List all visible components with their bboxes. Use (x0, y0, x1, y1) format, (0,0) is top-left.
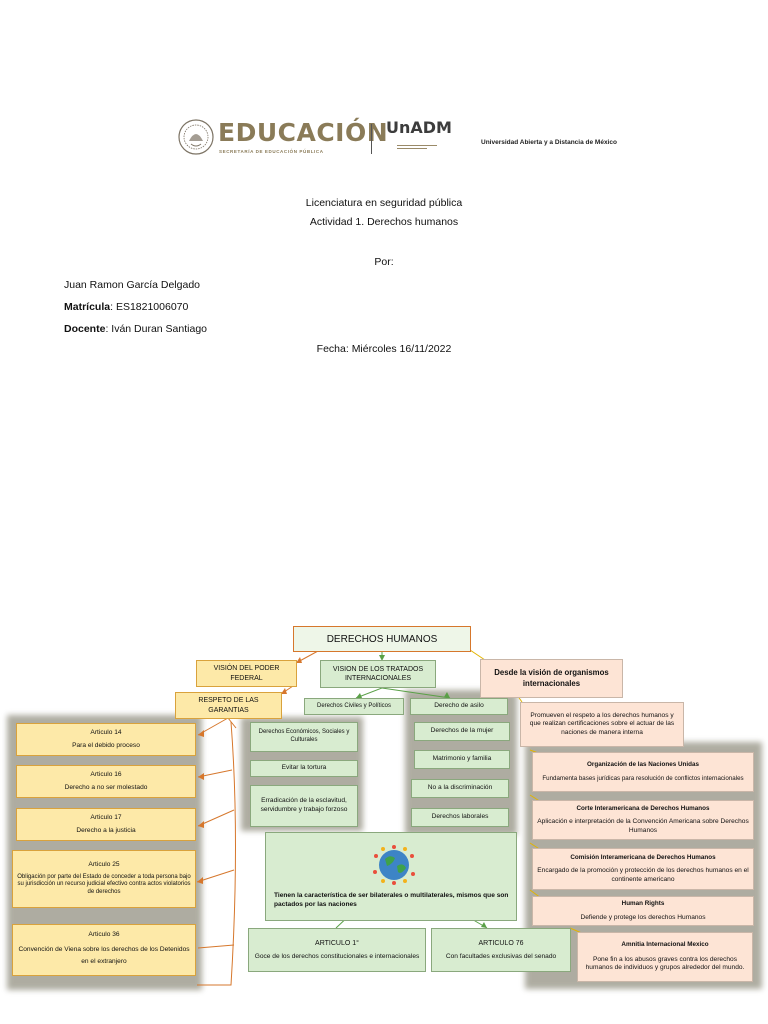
amnistia-box: Amnitia Internacional Mexico Pone fin a … (577, 932, 753, 982)
onu-box: Organización de las Naciones Unidas Fund… (532, 752, 754, 792)
matrimonio-box: Matrimonio y familia (414, 750, 510, 769)
activity-line: Actividad 1. Derechos humanos (309, 216, 459, 228)
articulo-text: Derecho a no ser molestado (64, 783, 148, 791)
logo-divider (371, 124, 372, 154)
laborales-box: Derechos laborales (411, 808, 509, 827)
articulo-17-box: Articulo 17 Derecho a la justicia (16, 808, 196, 841)
corte-box: Corte Interamericana de Derechos Humanos… (532, 800, 754, 840)
articulo-title: Articulo 14 (90, 728, 122, 736)
org-title: Comisión Interamericana de Derechos Huma… (570, 853, 716, 861)
degree-line: Licenciatura en seguridad pública (305, 197, 463, 209)
globe-icon (274, 844, 513, 886)
articulo-text: Derecho a la justicia (76, 826, 136, 834)
civiles-box: Derechos Civiles y Políticos (304, 698, 404, 715)
respeto-text: RESPETO DE LAS GARANTIAS (198, 697, 259, 714)
date-line: Fecha: Miércoles 16/11/2022 (316, 343, 452, 355)
federal-text: VISIÓN DEL PODER FEDERAL (213, 665, 280, 682)
student-name: Juan Ramon García Delgado (64, 279, 200, 291)
comision-box: Comisión Interamericana de Derechos Huma… (532, 848, 754, 890)
unadm-logo: UnADM (386, 118, 452, 137)
esclavitud-text: Erradicación de la esclavitud, servidumb… (260, 797, 348, 813)
org-text: Encargado de la promoción y protección d… (537, 867, 749, 883)
org-text: Aplicación e interpretación de la Conven… (537, 818, 749, 834)
promueven-text: Promueven el respeto a los derechos huma… (529, 711, 675, 736)
articulo-36-box: Articulo 36 Convención de Viena sobre lo… (12, 924, 196, 976)
art76-title: ARTICULO 76 (478, 939, 524, 947)
by-line: Por: (374, 256, 394, 268)
organismos-text: Desde la visión de organismos internacio… (494, 668, 609, 688)
articulo-text: Convención de Viena sobre los derechos d… (18, 945, 190, 966)
laborales-text: Derechos laborales (431, 813, 489, 821)
economicos-box: Derechos Económicos, Sociales y Cultural… (250, 722, 358, 752)
articulo-14-box: Articulo 14 Para el debido proceso (16, 723, 196, 756)
articulo-title: Articulo 16 (90, 770, 122, 778)
org-title: Human Rights (621, 899, 665, 907)
mujer-text: Derechos de la mujer (430, 727, 494, 735)
human-rights-box: Human Rights Defiende y protege los dere… (532, 896, 754, 926)
articulo-text: Obligación por parte del Estado de conce… (17, 873, 191, 896)
docente-value: : Iván Duran Santiago (105, 323, 208, 335)
respeto-garantias-box: RESPETO DE LAS GARANTIAS (175, 692, 282, 719)
mujer-box: Derechos de la mujer (414, 722, 510, 741)
art1-title: ARTICULO 1° (315, 939, 359, 947)
economicos-text: Derechos Económicos, Sociales y Cultural… (258, 729, 350, 743)
derechos-humanos-title: DERECHOS HUMANOS (293, 626, 471, 652)
discriminacion-text: No a la discriminación (427, 784, 493, 792)
tortura-text: Evitar la tortura (281, 764, 327, 772)
discriminacion-box: No a la discriminación (411, 779, 509, 798)
articulo-title: Articulo 17 (90, 813, 122, 821)
articulo-76-box: ARTICULO 76 Con facultades exclusivas de… (431, 928, 571, 972)
docente-line: Docente: Iván Duran Santiago (64, 323, 207, 335)
matricula-line: Matrícula: ES1821006070 (64, 301, 188, 313)
university-name: Universidad Abierta y a Distancia de Méx… (481, 139, 617, 146)
education-brand: EDUCACIÓN (218, 118, 389, 147)
asilo-text: Derecho de asilo (434, 702, 484, 710)
org-title: Corte Interamericana de Derechos Humanos (576, 804, 710, 812)
articulo-16-box: Articulo 16 Derecho a no ser molestado (16, 765, 196, 798)
org-text: Defiende y protege los derechos Humanos (580, 913, 706, 921)
vision-federal-box: VISIÓN DEL PODER FEDERAL (196, 660, 297, 687)
docente-label: Docente (64, 323, 106, 335)
organismos-box: Desde la visión de organismos internacio… (480, 659, 623, 698)
unadm-tagline-mark (397, 138, 443, 149)
matricula-value: : ES1821006070 (110, 301, 189, 313)
matricula-label: Matrícula (64, 301, 111, 313)
articulo-text: Para el debido proceso (72, 741, 140, 749)
art1-text: Goce de los derechos constitucionales e … (254, 952, 420, 960)
title-text: DERECHOS HUMANOS (326, 633, 438, 645)
art76-text: Con facultades exclusivas del senado (445, 952, 557, 960)
articulo-title: Articulo 36 (88, 931, 120, 939)
articulo-title: Articulo 25 (88, 861, 120, 869)
caracteristica-text: Tienen la característica de ser bilatera… (274, 891, 509, 908)
asilo-box: Derecho de asilo (410, 698, 508, 715)
promueven-box: Promueven el respeto a los derechos huma… (520, 702, 684, 747)
articulo-25-box: Articulo 25 Obligación por parte del Est… (12, 850, 196, 908)
mexico-seal-icon (176, 117, 216, 161)
org-title: Amnitia Internacional Mexico (621, 941, 709, 949)
tortura-box: Evitar la tortura (250, 760, 358, 777)
org-text: Pone fin a los abusos graves contra los … (585, 955, 745, 972)
articulo-1-box: ARTICULO 1° Goce de los derechos constit… (248, 928, 426, 972)
tratados-box: VISION DE LOS TRATADOS INTERNACIONALES (320, 660, 436, 688)
matrimonio-text: Matrimonio y familia (432, 755, 492, 763)
sep-subtitle: SECRETARÍA DE EDUCACIÓN PÚBLICA (219, 149, 324, 154)
org-title: Organización de las Naciones Unidas (587, 760, 699, 768)
esclavitud-box: Erradicación de la esclavitud, servidumb… (250, 785, 358, 827)
civiles-text: Derechos Civiles y Políticos (316, 702, 392, 709)
org-text: Fundamenta bases jurídicas para resoluci… (542, 775, 744, 783)
caracteristica-box: Tienen la característica de ser bilatera… (265, 832, 517, 921)
tratados-text: VISION DE LOS TRATADOS INTERNACIONALES (332, 665, 424, 682)
